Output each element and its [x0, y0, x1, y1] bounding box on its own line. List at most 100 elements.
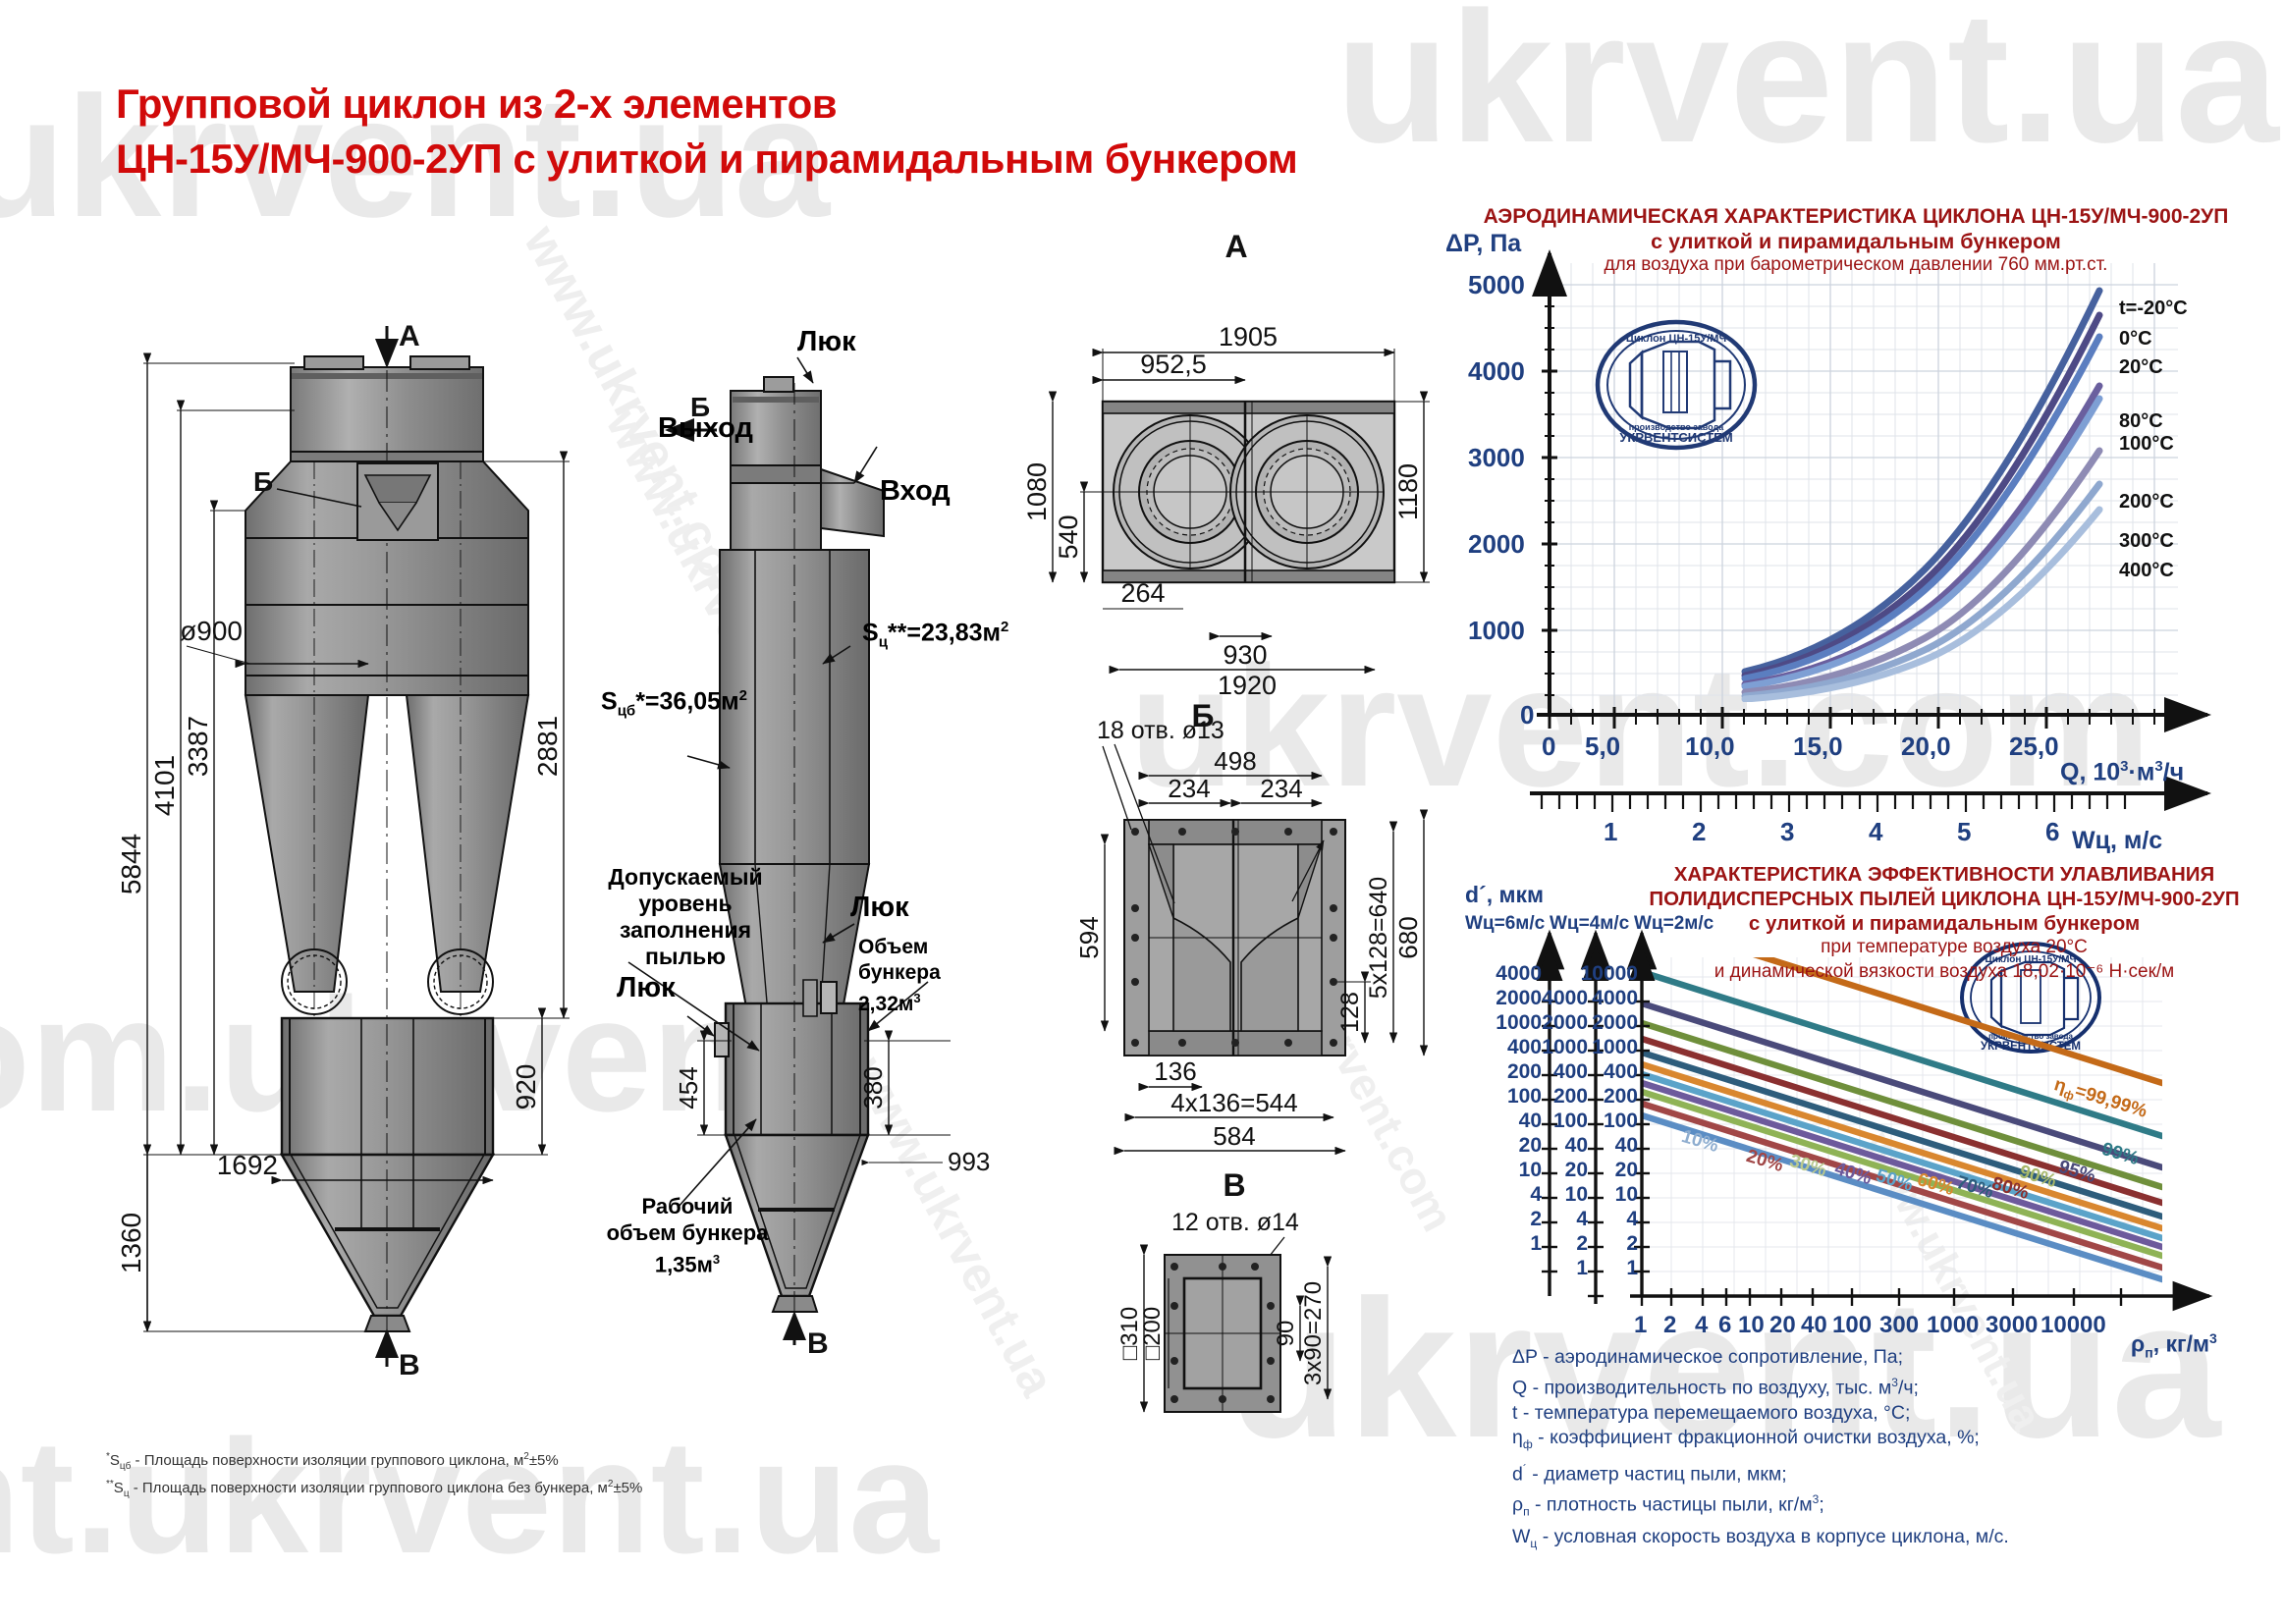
aero-ytick-1000: 1000 — [1468, 616, 1525, 645]
eff-xtick-10000: 10000 — [2040, 1312, 2106, 1338]
view-b: Б 18 отв. ø13 498 234 — [1074, 698, 1429, 1156]
legend-note-t: t - температура перемещаемого воздуха, °… — [1512, 1401, 1911, 1424]
eff-xtick-1: 1 — [1634, 1312, 1648, 1338]
svg-text:ø900: ø900 — [180, 616, 243, 646]
view-a: А 1905 952,5 1080 540 1180 264 930 1920 — [1022, 229, 1430, 700]
svg-text:А: А — [399, 320, 420, 352]
temp-legend-20: 20°C — [2119, 356, 2163, 378]
svg-text:производство завода: производство завода — [1629, 422, 1725, 432]
w-xtick-3: 3 — [1780, 817, 1795, 846]
svg-text:1920: 1920 — [1218, 671, 1277, 700]
area-sc-label: Sц**=23,83м2 — [862, 619, 1009, 651]
legend-note-q: Q - производительность по воздуху, тыс. … — [1512, 1375, 1919, 1399]
eff-xtick-40: 40 — [1801, 1312, 1827, 1338]
company-stamp-icon: Циклон ЦН-15У/МЧ производство завода УКР… — [1595, 319, 1758, 451]
svg-text:4101: 4101 — [149, 755, 180, 816]
svg-text:234: 234 — [1260, 774, 1302, 803]
svg-text:В: В — [807, 1327, 829, 1360]
front-view: А В Б 5844 4101 3387 2881 ø900 920 — [116, 320, 570, 1381]
eff-xtick-100: 100 — [1832, 1312, 1873, 1338]
svg-text:1180: 1180 — [1393, 463, 1423, 520]
eff-xtick-4: 4 — [1695, 1312, 1709, 1338]
legend-note-rho: ρп - плотность частицы пыли, кг/м3; — [1512, 1492, 1824, 1519]
svg-text:5х128=640: 5х128=640 — [1365, 877, 1392, 999]
svg-text:952,5: 952,5 — [1140, 350, 1207, 379]
aero-xtick-5: 5,0 — [1585, 731, 1621, 761]
svg-text:12 отв. ø14: 12 отв. ø14 — [1171, 1209, 1299, 1236]
svg-text:3х90=270: 3х90=270 — [1300, 1281, 1327, 1385]
svg-text:380: 380 — [858, 1066, 888, 1109]
aero-chart-title-line3: для воздуха при барометрическом давлении… — [1604, 254, 2108, 275]
eff-chart-title-line3: с улиткой и пирамидальным бункером — [1748, 912, 2141, 935]
legend-notes: ΔP - аэродинамическое сопротивление, Па;… — [1512, 1345, 2009, 1557]
temp-legend-200: 200°C — [2119, 491, 2174, 513]
svg-text:Циклон ЦН-15У/МЧ: Циклон ЦН-15У/МЧ — [1626, 333, 1726, 345]
svg-text:454: 454 — [674, 1066, 703, 1109]
svg-text:УКРВЕНТСИСТЕМ: УКРВЕНТСИСТЕМ — [1619, 430, 1732, 445]
svg-text:540: 540 — [1054, 514, 1083, 559]
svg-text:930: 930 — [1223, 640, 1267, 670]
svg-text:А: А — [1224, 229, 1247, 264]
view-v: В 12 отв. ø14 □310 □200 90 3х90=270 — [1116, 1167, 1333, 1413]
legend-note-dp: ΔP - аэродинамическое сопротивление, Па; — [1512, 1346, 1904, 1368]
eff-xtick-1000: 1000 — [1927, 1312, 1980, 1338]
svg-text:1905: 1905 — [1219, 322, 1278, 352]
eff-y-axis-label: d´, мкм — [1465, 882, 1545, 907]
svg-text:128: 128 — [1336, 992, 1364, 1033]
svg-text:В: В — [399, 1349, 420, 1381]
aerodynamic-chart: Циклон ЦН-15У/МЧ производство завода УКР… — [1530, 249, 2211, 812]
footnote-1: *Sцб - Площадь поверхности изоляции груп… — [106, 1451, 559, 1472]
aero-ytick-4000: 4000 — [1468, 356, 1525, 386]
eff-xtick-10: 10 — [1738, 1312, 1765, 1338]
outlet-label: Выход — [658, 412, 753, 444]
aero-ytick-0: 0 — [1520, 700, 1535, 730]
eff-x-axis-label: ρп, кг/м3 — [2131, 1330, 2217, 1361]
eff-chart-title-line5: и динамической вязкости воздуха 18,02·10… — [1714, 961, 2175, 982]
svg-text:498: 498 — [1214, 746, 1256, 776]
svg-text:594: 594 — [1074, 916, 1104, 958]
speed-axis-w2: Wц=2м/c — [1634, 913, 1714, 934]
aero-ytick-3000: 3000 — [1468, 443, 1525, 472]
svg-text:920: 920 — [511, 1064, 541, 1110]
legend-note-w: Wц - условная скорость воздуха в корпусе… — [1512, 1526, 2009, 1551]
temp-legend-minus20: t=-20°C — [2119, 298, 2188, 319]
svg-text:234: 234 — [1168, 774, 1210, 803]
aero-y-axis-label: ΔP, Па — [1445, 230, 1522, 257]
legend-note-d: d´ - диаметр частиц пыли, мкм; — [1512, 1462, 1787, 1486]
speed-axis-w4: Wц=4м/c — [1550, 913, 1630, 934]
svg-text:90: 90 — [1273, 1321, 1299, 1347]
svg-text:1692: 1692 — [217, 1150, 278, 1180]
svg-text:584: 584 — [1213, 1121, 1255, 1151]
eff-xtick-20: 20 — [1769, 1312, 1796, 1338]
efficiency-chart: Циклон ЦН-15У/МЧ производство завода УКР… — [1534, 929, 2213, 1312]
eff-chart-title-line4: при температуре воздуха 20°С — [1821, 937, 2088, 957]
svg-text:Б: Б — [253, 466, 273, 497]
speed-axis-w6: Wц=6м/c — [1465, 913, 1546, 934]
eff-chart-title-line1: ХАРАКТЕРИСТИКА ЭФФЕКТИВНОСТИ УЛАВЛИВАНИЯ — [1673, 863, 2215, 886]
footnote-2: **Sц - Площадь поверхности изоляции груп… — [106, 1479, 643, 1499]
w-xtick-2: 2 — [1692, 817, 1707, 846]
inlet-label: Вход — [880, 475, 951, 507]
w-xtick-6: 6 — [2045, 817, 2060, 846]
aero-xtick-15: 15,0 — [1793, 731, 1843, 761]
page-title-line-1: Групповой циклон из 2-х элементов — [116, 81, 838, 127]
aero-xtick-10: 10,0 — [1685, 731, 1735, 761]
page-title-line-2: ЦН-15У/МЧ-900-2УП с улиткой и пирамидаль… — [116, 135, 1298, 182]
svg-text:В: В — [1223, 1167, 1245, 1203]
svg-text:5844: 5844 — [116, 834, 146, 894]
svg-text:□200: □200 — [1139, 1307, 1166, 1361]
temp-legend-300: 300°C — [2119, 530, 2174, 552]
svg-text:18 отв. ø13: 18 отв. ø13 — [1097, 717, 1224, 744]
svg-text:264: 264 — [1120, 578, 1165, 608]
svg-text:□310: □310 — [1116, 1307, 1143, 1361]
w-xtick-4: 4 — [1869, 817, 1883, 846]
hatch-left-label: Люк — [617, 972, 676, 1003]
side-view-dimensions: 454 380 993 В — [627, 356, 990, 1360]
svg-text:1080: 1080 — [1022, 462, 1052, 521]
